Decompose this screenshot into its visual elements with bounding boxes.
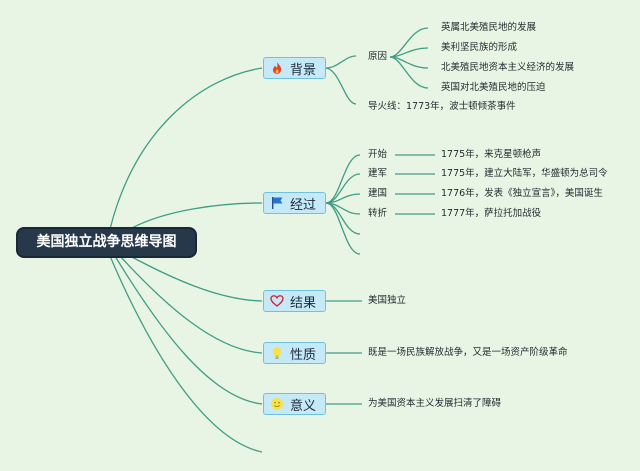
branch-label-nature: 性质 bbox=[290, 347, 317, 363]
branch-label-significance: 意义 bbox=[290, 398, 317, 414]
branch-significance[interactable]: 意义 bbox=[263, 393, 326, 415]
event-detail-3: 1776年，发表《独立宣言》，美国诞生 bbox=[441, 188, 603, 199]
branch-process[interactable]: 经过 bbox=[263, 192, 326, 214]
lightbulb-icon bbox=[270, 346, 284, 360]
root-node[interactable]: 美国独立战争思维导图 bbox=[18, 229, 195, 256]
connector-process-6 bbox=[325, 202, 361, 255]
branch-label-result: 结果 bbox=[290, 295, 317, 311]
connector-cause-4 bbox=[389, 56, 429, 89]
branch-result[interactable]: 结果 bbox=[263, 290, 326, 312]
branch-label-background: 背景 bbox=[290, 62, 317, 78]
result-text: 美国独立 bbox=[368, 295, 407, 306]
event-stage-4: 转折 bbox=[368, 208, 388, 219]
event-stage-1: 开始 bbox=[368, 149, 388, 160]
event-stage-3: 建国 bbox=[368, 188, 388, 199]
connector-root-nature bbox=[119, 255, 263, 354]
branch-nature[interactable]: 性质 bbox=[263, 342, 326, 364]
connector-background-hub bbox=[325, 55, 357, 69]
cause-label: 原因 bbox=[368, 51, 388, 62]
smiley-icon bbox=[270, 397, 284, 411]
branch-background[interactable]: 背景 bbox=[263, 57, 326, 79]
event-detail-4: 1777年，萨拉托加战役 bbox=[441, 208, 542, 219]
cause-item-3: 北美殖民地资本主义经济的发展 bbox=[441, 62, 575, 73]
connector-cause-hub bbox=[389, 27, 429, 58]
branch-label-process: 经过 bbox=[290, 197, 317, 213]
cause-item-1: 英属北美殖民地的发展 bbox=[441, 22, 537, 33]
connector-root-extra bbox=[109, 255, 263, 453]
flag-icon bbox=[270, 196, 284, 210]
event-stage-2: 建军 bbox=[368, 168, 388, 179]
connector-cause-2 bbox=[389, 47, 429, 58]
nature-text: 既是一场民族解放战争，又是一场资产阶级革命 bbox=[368, 347, 568, 358]
fuse-text: 导火线：1773年，波士顿倾茶事件 bbox=[368, 101, 516, 112]
event-detail-1: 1775年，来克星顿枪声 bbox=[441, 149, 542, 160]
fire-icon bbox=[270, 61, 284, 75]
significance-text: 为美国资本主义发展扫清了障碍 bbox=[368, 398, 502, 409]
connector-root-process bbox=[129, 202, 263, 230]
cause-item-2: 美利坚民族的形成 bbox=[441, 42, 518, 53]
connector-root-significance bbox=[114, 255, 263, 405]
event-detail-2: 1775年，建立大陆军，华盛顿为总司令 bbox=[441, 168, 608, 179]
connector-root-result bbox=[129, 255, 263, 302]
connector-process-1 bbox=[325, 154, 361, 204]
cause-item-4: 英国对北美殖民地的压迫 bbox=[441, 82, 546, 93]
connector-root-background bbox=[109, 67, 263, 230]
heart-icon bbox=[270, 294, 284, 308]
connector-background-fuse bbox=[325, 67, 357, 105]
